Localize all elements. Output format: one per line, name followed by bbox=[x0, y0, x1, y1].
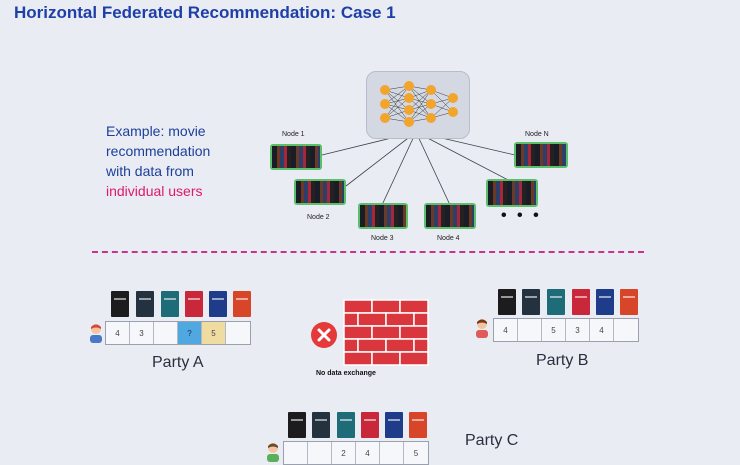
rating-cell: 4 bbox=[590, 319, 614, 341]
book-cover bbox=[312, 412, 330, 438]
party-a-label: Party A bbox=[152, 354, 204, 371]
node-n-label: Node N bbox=[525, 131, 549, 138]
rating-cell: 3 bbox=[566, 319, 590, 341]
example-line-2: recommendation bbox=[106, 143, 211, 159]
book-cover bbox=[385, 412, 403, 438]
node-3-device bbox=[358, 203, 408, 229]
book-cover bbox=[596, 289, 614, 315]
link-node-3 bbox=[381, 131, 417, 206]
no-data-exchange-label: No data exchange bbox=[316, 370, 376, 377]
book-cover bbox=[337, 412, 355, 438]
link-node-2 bbox=[345, 131, 417, 187]
party-c-label: Party C bbox=[465, 432, 519, 449]
rating-cell-query: ? bbox=[178, 322, 202, 344]
rating-cell bbox=[226, 322, 250, 344]
rating-cell: 2 bbox=[332, 442, 356, 464]
node-n-device bbox=[514, 142, 568, 168]
rating-cell bbox=[308, 442, 332, 464]
rating-cell bbox=[380, 442, 404, 464]
party-a-ratings: 4 3 ? 5 bbox=[105, 321, 251, 345]
book-cover bbox=[209, 291, 227, 317]
rating-cell: 5 bbox=[542, 319, 566, 341]
rating-cell: 4 bbox=[106, 322, 130, 344]
rating-cell bbox=[284, 442, 308, 464]
rating-cell bbox=[154, 322, 178, 344]
node-5-device bbox=[486, 179, 538, 207]
book-cover bbox=[233, 291, 251, 317]
book-cover bbox=[620, 289, 638, 315]
book-cover bbox=[522, 289, 540, 315]
book-cover bbox=[547, 289, 565, 315]
book-cover bbox=[572, 289, 590, 315]
example-text: Example: movie recommendation with data … bbox=[106, 121, 210, 201]
node-3-label: Node 3 bbox=[371, 235, 394, 242]
example-line-1: Example: movie bbox=[106, 123, 206, 139]
rating-cell-highlight: 5 bbox=[202, 322, 226, 344]
rating-cell: 3 bbox=[130, 322, 154, 344]
book-cover bbox=[361, 412, 379, 438]
rating-cell: 5 bbox=[413, 448, 419, 458]
section-divider bbox=[92, 251, 644, 253]
node-4-device bbox=[424, 203, 476, 229]
party-b-label: Party B bbox=[536, 352, 589, 369]
book-cover bbox=[288, 412, 306, 438]
book-cover bbox=[161, 291, 179, 317]
book-cover bbox=[136, 291, 154, 317]
firewall-icon bbox=[343, 299, 429, 366]
global-model-box bbox=[366, 71, 470, 139]
node-4-label: Node 4 bbox=[437, 235, 460, 242]
example-line-4: individual users bbox=[106, 183, 203, 199]
rating-cell: 4 bbox=[494, 319, 518, 341]
user-avatar-icon bbox=[267, 443, 279, 462]
node-2-device bbox=[294, 179, 346, 205]
slide-title: Horizontal Federated Recommendation: Cas… bbox=[14, 3, 396, 22]
more-nodes-ellipsis: • • • bbox=[501, 207, 542, 224]
example-line-3: with data from bbox=[106, 163, 194, 179]
book-cover bbox=[498, 289, 516, 315]
rating-cell bbox=[518, 319, 542, 341]
node-1-device bbox=[270, 144, 322, 170]
node-2-label: Node 2 bbox=[307, 214, 330, 221]
book-cover bbox=[409, 412, 427, 438]
rating-cell bbox=[614, 319, 638, 341]
user-avatar-icon bbox=[476, 319, 488, 338]
link-node-4 bbox=[415, 131, 451, 206]
party-b-ratings: 4 5 3 4 bbox=[493, 318, 639, 342]
node-1-label: Node 1 bbox=[282, 131, 305, 138]
prohibit-icon bbox=[311, 322, 337, 348]
book-cover bbox=[185, 291, 203, 317]
party-c-ratings: 2 4 5 bbox=[283, 441, 429, 465]
link-node-5 bbox=[415, 131, 513, 183]
rating-cell: 4 bbox=[356, 442, 380, 464]
user-avatar-icon bbox=[90, 324, 102, 343]
book-cover bbox=[111, 291, 129, 317]
neural-network-icon bbox=[380, 81, 458, 127]
